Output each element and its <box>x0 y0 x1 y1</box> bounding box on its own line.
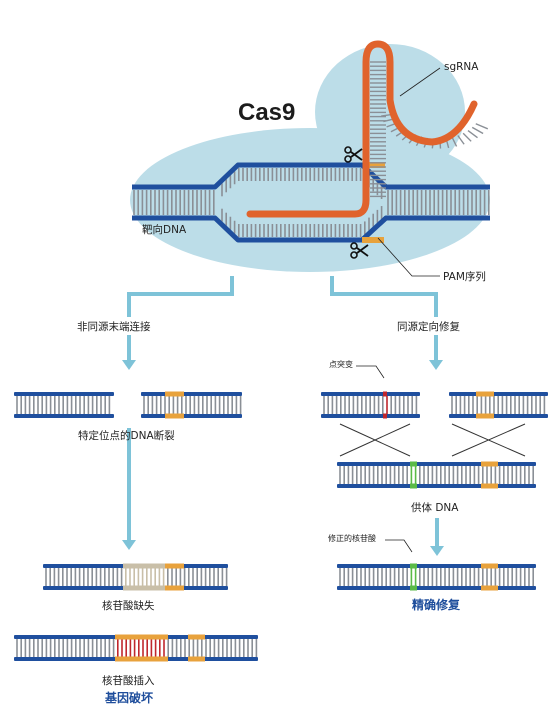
dna-fragments <box>14 391 548 662</box>
sgrna-label: sgRNA <box>444 61 479 73</box>
crossover-lines <box>339 423 526 457</box>
scissors-icon-top <box>344 146 363 163</box>
point-mutation-label: 点突变 <box>329 359 353 369</box>
nhej-fragment-left <box>14 392 114 418</box>
point-mutation-callout <box>356 365 385 379</box>
hdr-target-left <box>321 391 420 419</box>
nhej-label-bg <box>72 317 192 335</box>
pam-top <box>365 162 385 168</box>
donor-dna-label: 供体 DNA <box>411 501 459 514</box>
sgrna-callout <box>399 67 441 97</box>
precise-repair-result <box>337 563 536 591</box>
corrected-nucleotide-label: 修正的核苷酸 <box>328 533 376 543</box>
insertion-result <box>14 634 258 662</box>
target-dna-label: 靶向DNA <box>142 223 187 236</box>
dna-bottom-strand <box>132 215 490 243</box>
hdr-label: 同源定向修复 <box>397 320 460 333</box>
precise-repair-label: 精确修复 <box>412 597 461 612</box>
gene-disruption-label: 基因破坏 <box>104 690 153 705</box>
deletion-label: 核苷酸缺失 <box>102 599 155 612</box>
sgrna-rungs <box>370 61 489 198</box>
arrow-heads <box>122 360 444 556</box>
deletion-result <box>43 563 228 591</box>
cas9-title: Cas9 <box>238 99 295 126</box>
nhej-label: 非同源末端连接 <box>77 320 151 333</box>
insertion-label: 核苷酸插入 <box>102 674 155 687</box>
scissors-icon-bottom <box>350 242 369 259</box>
dna-top-strand <box>132 162 490 190</box>
hdr-label-bg <box>392 317 484 335</box>
pam-label: PAM序列 <box>443 270 486 283</box>
donor-dna <box>337 461 536 489</box>
pam-bottom <box>362 237 384 243</box>
sgrna-backbone <box>246 40 478 218</box>
dsb-label: 特定位点的DNA断裂 <box>78 429 175 442</box>
sgrna-strand <box>246 40 489 218</box>
corrected-callout <box>385 539 413 553</box>
hdr-target-right <box>449 391 548 419</box>
nhej-fragment-right <box>141 391 242 419</box>
pam-callout <box>377 237 440 277</box>
